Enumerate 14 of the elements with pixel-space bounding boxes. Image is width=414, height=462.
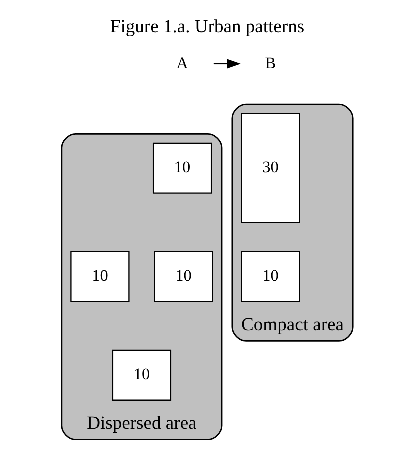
node-text: B bbox=[264, 54, 276, 72]
node-box: 10 bbox=[240, 251, 300, 302]
node-box: 10 bbox=[152, 142, 212, 194]
arrow bbox=[213, 59, 240, 69]
node-label: Dispersed area bbox=[86, 413, 196, 434]
cluster bbox=[231, 104, 354, 342]
node-box: 10 bbox=[70, 251, 130, 302]
cluster bbox=[60, 133, 222, 440]
node-text: A bbox=[176, 54, 188, 72]
node-label: Compact area bbox=[241, 314, 344, 336]
diagram-title: Figure 1.a. Urban patterns bbox=[110, 16, 304, 38]
node-box: 30 bbox=[240, 113, 300, 224]
node-box: 10 bbox=[154, 251, 213, 302]
node-box: 10 bbox=[112, 350, 172, 401]
